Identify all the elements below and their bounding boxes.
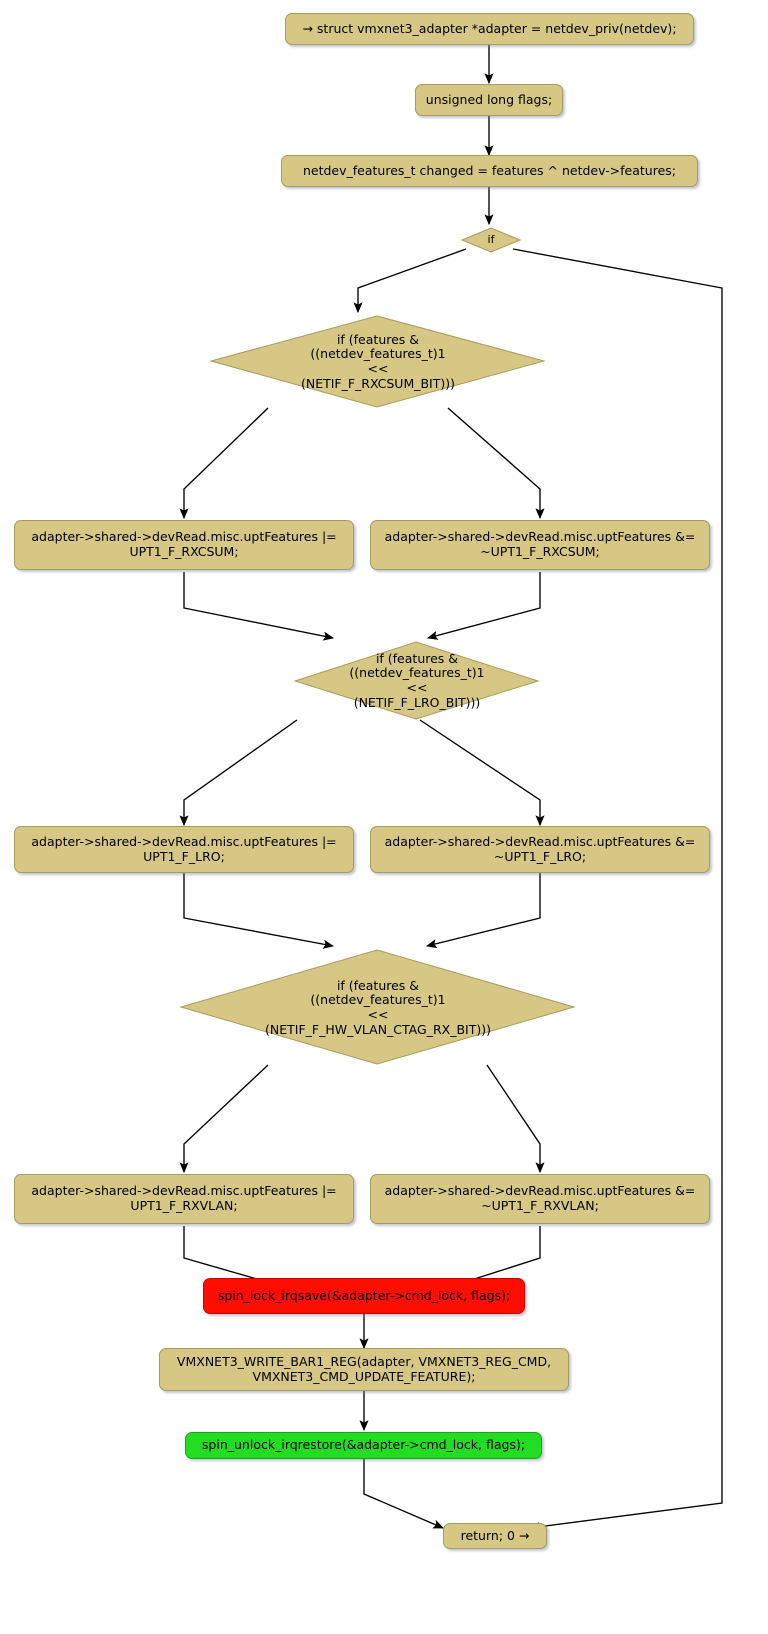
edge-iflro-set: [179, 719, 298, 827]
node-spin-unlock-irqrestore[interactable]: spin_unlock_irqrestore(&adapter->cmd_loc…: [185, 1432, 542, 1459]
node-if-root[interactable]: if: [487, 232, 495, 246]
node-vlan-clear[interactable]: adapter->shared->devRead.misc.uptFeature…: [370, 1174, 710, 1224]
edge-iflro-clear: [419, 719, 545, 827]
node-return[interactable]: return; 0 →: [443, 1523, 547, 1549]
edge-ifrxcsum-set: [179, 407, 269, 520]
node-spin-lock-irqsave[interactable]: spin_lock_irqsave(&adapter->cmd_lock, fl…: [203, 1278, 525, 1314]
node-if-rxcsum[interactable]: if (features & ((netdev_features_t)1 << …: [300, 331, 456, 391]
node-rxcsum-set[interactable]: adapter->shared->devRead.misc.uptFeature…: [14, 520, 354, 570]
edge-unlock-ret: [363, 1456, 444, 1529]
node-vmxnet3-write-bar1-reg[interactable]: VMXNET3_WRITE_BAR1_REG(adapter, VMXNET3_…: [159, 1348, 569, 1391]
edge-ifroot-ret: [512, 248, 723, 1532]
node-if-vlan[interactable]: if (features & ((netdev_features_t)1 << …: [265, 977, 491, 1037]
edge-lroset-ifvlan: [183, 873, 335, 949]
edge-lroclear-ifvlan: [425, 873, 541, 949]
node-lro-set[interactable]: adapter->shared->devRead.misc.uptFeature…: [14, 826, 354, 873]
node-lro-clear[interactable]: adapter->shared->devRead.misc.uptFeature…: [370, 826, 710, 873]
diamond-shape-if-rxcsum: [209, 315, 546, 408]
node-entry[interactable]: → struct vmxnet3_adapter *adapter = netd…: [285, 13, 694, 45]
edge-rxcsumset-iflro: [183, 572, 335, 641]
node-if-lro[interactable]: if (features & ((netdev_features_t)1 << …: [349, 650, 485, 710]
diamond-shape-if-root: [460, 227, 522, 253]
node-unsigned-long-flags[interactable]: unsigned long flags;: [415, 84, 563, 116]
edge-ifrxcsum-clear: [447, 407, 545, 520]
node-netdev-features-changed[interactable]: netdev_features_t changed = features ^ n…: [281, 155, 698, 187]
diamond-shape-if-vlan: [179, 949, 576, 1065]
edge-ifvlan-clear: [486, 1064, 545, 1174]
diamond-shape-if-lro: [293, 641, 540, 720]
edge-rxcsumclear-iflro: [426, 572, 541, 640]
edge-ifvlan-set: [179, 1064, 269, 1174]
edge-ifroot-ifrxcsum: [353, 248, 467, 314]
node-vlan-set[interactable]: adapter->shared->devRead.misc.uptFeature…: [14, 1174, 354, 1224]
node-rxcsum-clear[interactable]: adapter->shared->devRead.misc.uptFeature…: [370, 520, 710, 570]
